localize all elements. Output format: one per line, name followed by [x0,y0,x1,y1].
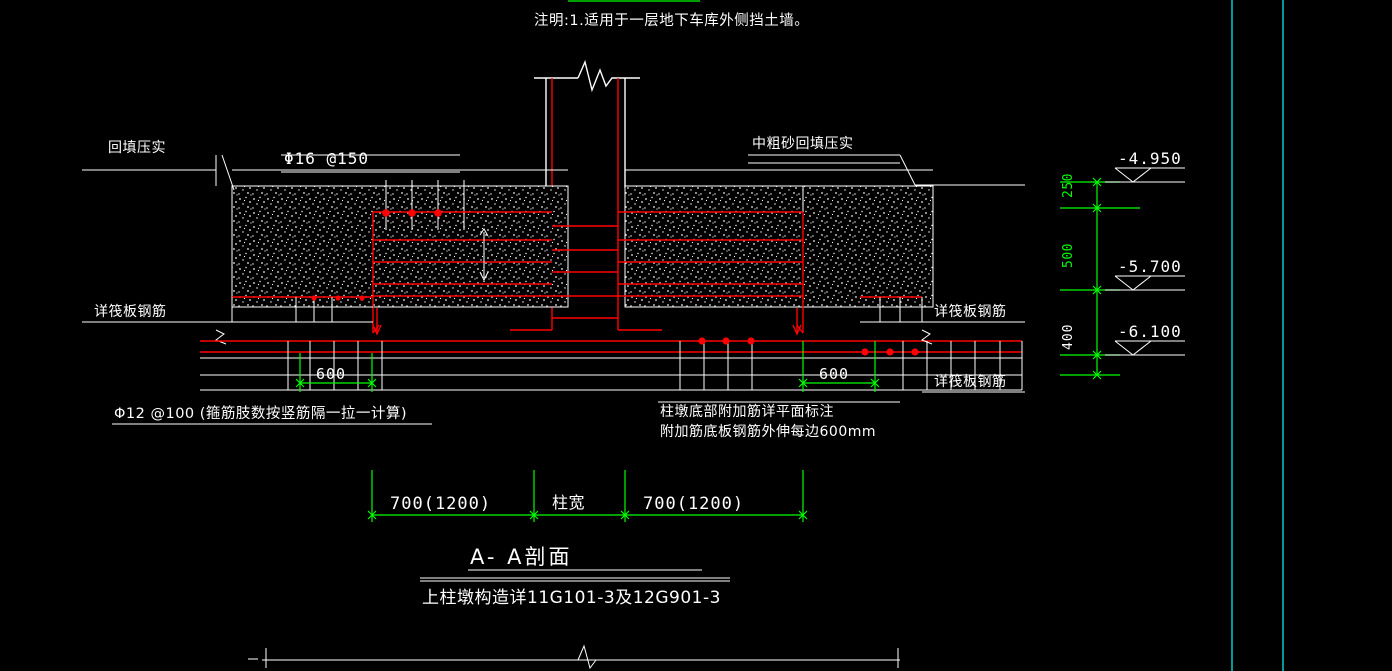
dim-vertical-250: 250 [1061,173,1076,198]
label-raft-rebar-left: 详筏板钢筋 [94,303,167,320]
note-text: 注明:1.适用于一层地下车库外侧挡土墙。 [534,12,809,29]
pier-footing-outline [372,211,804,334]
sheet-border-lines [1231,0,1284,671]
dim-chain-left-text: 700(1200) [390,494,491,514]
title-underlines [420,569,730,582]
raft-detail-right [860,296,923,323]
label-pier-note-line1: 柱墩底部附加筋详平面标注 [660,403,834,420]
ground-line-right [748,154,1025,186]
bottom-slab-band [200,308,1023,391]
dim-chain-right-text: 700(1200) [643,494,744,514]
bottom-section-line [248,644,900,670]
dim-600-right-text: 600 [819,365,849,383]
dim-600-left-text: 600 [316,365,346,383]
backfill-right-hatch [624,169,934,308]
dimension-chain-bottom [367,470,808,522]
section-subtitle: 上柱墩构造详11G101-3及12G901-3 [422,588,721,608]
dimension-600-right [798,341,880,392]
label-raft-rebar-right-upper: 详筏板钢筋 [934,303,1007,320]
dim-vertical-500: 500 [1061,243,1076,268]
dim-chain-mid-text: 柱宽 [552,493,585,512]
label-backfill-right: 中粗砂回填压实 [752,136,854,152]
elevation-value-1: -4.950 [1118,149,1182,168]
label-leader-lines [82,162,1025,425]
backfill-left-hatch [231,169,569,308]
dimension-600-left [295,353,377,392]
dim-vertical-400: 400 [1061,324,1076,350]
rebar-dots-top-left [382,209,442,217]
elevation-value-3: -6.100 [1118,322,1182,341]
label-backfill-left: 回填压实 [108,140,166,156]
footing-inner-leader [479,228,489,282]
section-title: A- A剖面 [470,545,573,569]
elevation-symbols [1105,167,1185,356]
label-rebar-top-spec: Φ16 @150 [284,149,369,168]
label-stirrup-spec: Φ12 @100 (箍筋肢数按竖筋隔一拉一计算) [114,405,407,422]
label-pier-note-line2: 附加筋底板钢筋外伸每边600mm [660,423,876,440]
elevation-value-2: -5.700 [1118,257,1182,276]
label-raft-rebar-right-lower: 详筏板钢筋 [934,373,1007,390]
